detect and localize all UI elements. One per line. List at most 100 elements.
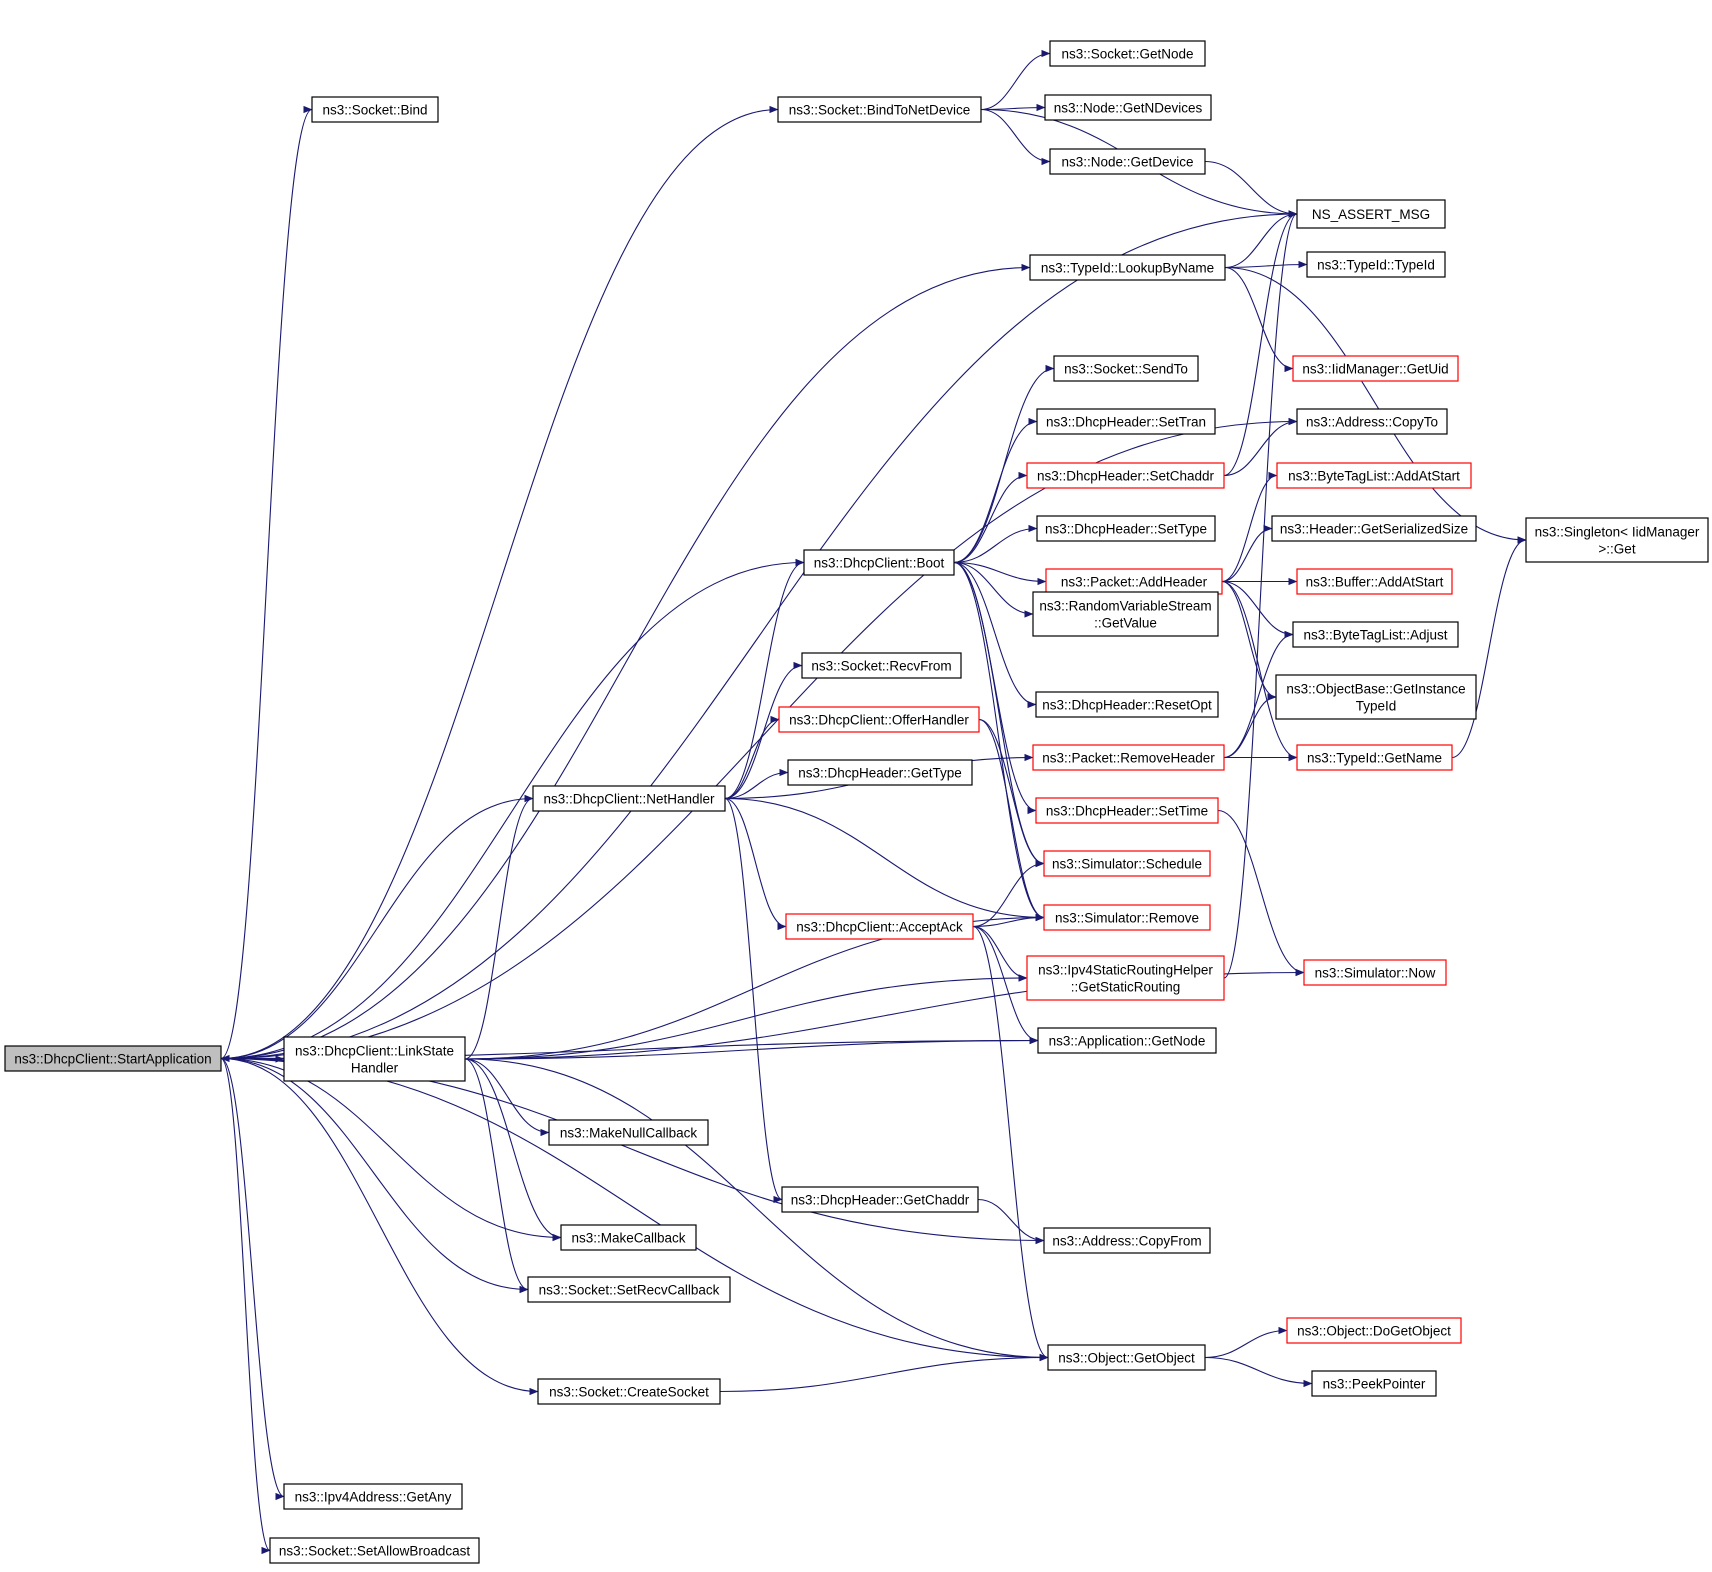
node-box[interactable] bbox=[778, 706, 980, 733]
node-box[interactable] bbox=[1296, 199, 1446, 229]
node-box[interactable] bbox=[1043, 850, 1211, 877]
node-get-serialized-size[interactable]: ns3::Header::GetSerializedSize bbox=[1271, 515, 1477, 542]
node-box[interactable] bbox=[1045, 568, 1223, 595]
node-type-id-get-name[interactable]: ns3::TypeId::GetName bbox=[1296, 744, 1453, 771]
node-box[interactable] bbox=[1275, 674, 1477, 720]
node-box[interactable] bbox=[803, 549, 955, 576]
node-box[interactable] bbox=[1306, 251, 1446, 278]
node-sock-get-node[interactable]: ns3::Socket::GetNode bbox=[1049, 40, 1206, 67]
node-get-uid[interactable]: ns3::IidManager::GetUid bbox=[1292, 355, 1459, 382]
node-box[interactable] bbox=[560, 1224, 697, 1251]
node-start[interactable]: ns3::DhcpClient::StartApplication bbox=[4, 1045, 222, 1072]
node-lookup-by-name[interactable]: ns3::TypeId::LookupByName bbox=[1029, 254, 1226, 281]
node-box[interactable] bbox=[1043, 1227, 1211, 1254]
node-box[interactable] bbox=[283, 1036, 466, 1082]
node-box[interactable] bbox=[1271, 515, 1477, 542]
node-reset-opt[interactable]: ns3::DhcpHeader::ResetOpt bbox=[1035, 691, 1219, 718]
node-recv-from[interactable]: ns3::Socket::RecvFrom bbox=[801, 652, 962, 679]
node-box[interactable] bbox=[1047, 1344, 1206, 1371]
node-set-recv-callback[interactable]: ns3::Socket::SetRecvCallback bbox=[527, 1276, 731, 1303]
node-set-chaddr[interactable]: ns3::DhcpHeader::SetChaddr bbox=[1026, 462, 1225, 489]
node-box[interactable] bbox=[1032, 744, 1225, 771]
node-box[interactable] bbox=[777, 96, 982, 123]
node-box[interactable] bbox=[1303, 959, 1447, 986]
node-sim-now[interactable]: ns3::Simulator::Now bbox=[1303, 959, 1447, 986]
node-box[interactable] bbox=[1049, 148, 1206, 175]
node-accept-ack[interactable]: ns3::DhcpClient::AcceptAck bbox=[785, 913, 974, 940]
node-add-header[interactable]: ns3::Packet::AddHeader bbox=[1045, 568, 1223, 595]
node-box[interactable] bbox=[1026, 955, 1225, 1001]
node-box[interactable] bbox=[537, 1378, 721, 1405]
node-bind-to-net-device[interactable]: ns3::Socket::BindToNetDevice bbox=[777, 96, 982, 123]
node-do-get-object[interactable]: ns3::Object::DoGetObject bbox=[1286, 1317, 1462, 1344]
node-box[interactable] bbox=[1029, 254, 1226, 281]
node-box[interactable] bbox=[787, 759, 973, 786]
node-box[interactable] bbox=[1286, 1317, 1462, 1344]
node-box[interactable] bbox=[283, 1483, 463, 1510]
node-box[interactable] bbox=[1296, 408, 1448, 435]
node-get-any[interactable]: ns3::Ipv4Address::GetAny bbox=[283, 1483, 463, 1510]
node-set-type[interactable]: ns3::DhcpHeader::SetType bbox=[1036, 515, 1216, 542]
node-set-allow-broadcast[interactable]: ns3::Socket::SetAllowBroadcast bbox=[269, 1537, 480, 1564]
node-get-chaddr[interactable]: ns3::DhcpHeader::GetChaddr bbox=[781, 1186, 979, 1213]
node-remove-header[interactable]: ns3::Packet::RemoveHeader bbox=[1032, 744, 1225, 771]
node-assert[interactable]: NS_ASSERT_MSG bbox=[1296, 199, 1446, 229]
node-box[interactable] bbox=[781, 1186, 979, 1213]
node-box[interactable] bbox=[1037, 1027, 1217, 1054]
node-singleton-get[interactable]: ns3::Singleton< IidManager>::Get bbox=[1525, 517, 1709, 563]
node-make-callback[interactable]: ns3::MakeCallback bbox=[560, 1224, 697, 1251]
node-peek-pointer[interactable]: ns3::PeekPointer bbox=[1311, 1370, 1437, 1397]
node-get-static-routing[interactable]: ns3::Ipv4StaticRoutingHelper::GetStaticR… bbox=[1026, 955, 1225, 1001]
node-box[interactable] bbox=[1035, 691, 1219, 718]
node-box[interactable] bbox=[532, 785, 726, 812]
node-box[interactable] bbox=[1032, 591, 1219, 637]
node-box[interactable] bbox=[1525, 517, 1709, 563]
node-box[interactable] bbox=[1292, 355, 1459, 382]
node-net-handler[interactable]: ns3::DhcpClient::NetHandler bbox=[532, 785, 726, 812]
node-box[interactable] bbox=[269, 1537, 480, 1564]
node-set-tran[interactable]: ns3::DhcpHeader::SetTran bbox=[1036, 408, 1216, 435]
node-node-get-ndevices[interactable]: ns3::Node::GetNDevices bbox=[1044, 94, 1212, 121]
node-type-id-ctor[interactable]: ns3::TypeId::TypeId bbox=[1306, 251, 1446, 278]
node-buf-add-at-start[interactable]: ns3::Buffer::AddAtStart bbox=[1296, 568, 1453, 595]
node-box[interactable] bbox=[1276, 462, 1472, 489]
node-bind[interactable]: ns3::Socket::Bind bbox=[311, 96, 439, 123]
node-schedule[interactable]: ns3::Simulator::Schedule bbox=[1043, 850, 1211, 877]
node-box[interactable] bbox=[1296, 744, 1453, 771]
node-node-get-device[interactable]: ns3::Node::GetDevice bbox=[1049, 148, 1206, 175]
node-box[interactable] bbox=[801, 652, 962, 679]
node-btl-adjust[interactable]: ns3::ByteTagList::Adjust bbox=[1292, 621, 1459, 648]
node-app-get-node[interactable]: ns3::Application::GetNode bbox=[1037, 1027, 1217, 1054]
node-offer-handler[interactable]: ns3::DhcpClient::OfferHandler bbox=[778, 706, 980, 733]
node-box[interactable] bbox=[1036, 515, 1216, 542]
node-sim-remove[interactable]: ns3::Simulator::Remove bbox=[1043, 904, 1211, 931]
node-box[interactable] bbox=[1044, 94, 1212, 121]
node-box[interactable] bbox=[1311, 1370, 1437, 1397]
node-boot[interactable]: ns3::DhcpClient::Boot bbox=[803, 549, 955, 576]
node-box[interactable] bbox=[4, 1045, 222, 1072]
node-box[interactable] bbox=[1049, 40, 1206, 67]
node-rvs-get-value[interactable]: ns3::RandomVariableStream::GetValue bbox=[1032, 591, 1219, 637]
node-box[interactable] bbox=[1036, 408, 1216, 435]
node-box[interactable] bbox=[1053, 355, 1199, 382]
node-addr-copy-to[interactable]: ns3::Address::CopyTo bbox=[1296, 408, 1448, 435]
node-box[interactable] bbox=[1026, 462, 1225, 489]
node-set-time[interactable]: ns3::DhcpHeader::SetTime bbox=[1035, 797, 1219, 824]
node-box[interactable] bbox=[548, 1119, 709, 1146]
node-box[interactable] bbox=[527, 1276, 731, 1303]
node-box[interactable] bbox=[1296, 568, 1453, 595]
node-box[interactable] bbox=[1035, 797, 1219, 824]
node-send-to[interactable]: ns3::Socket::SendTo bbox=[1053, 355, 1199, 382]
node-box[interactable] bbox=[1043, 904, 1211, 931]
node-btl-add-at-start[interactable]: ns3::ByteTagList::AddAtStart bbox=[1276, 462, 1472, 489]
node-box[interactable] bbox=[1292, 621, 1459, 648]
node-box[interactable] bbox=[311, 96, 439, 123]
node-make-null-callback[interactable]: ns3::MakeNullCallback bbox=[548, 1119, 709, 1146]
node-addr-copy-from[interactable]: ns3::Address::CopyFrom bbox=[1043, 1227, 1211, 1254]
node-box[interactable] bbox=[785, 913, 974, 940]
node-create-socket[interactable]: ns3::Socket::CreateSocket bbox=[537, 1378, 721, 1405]
node-get-type[interactable]: ns3::DhcpHeader::GetType bbox=[787, 759, 973, 786]
node-get-object[interactable]: ns3::Object::GetObject bbox=[1047, 1344, 1206, 1371]
